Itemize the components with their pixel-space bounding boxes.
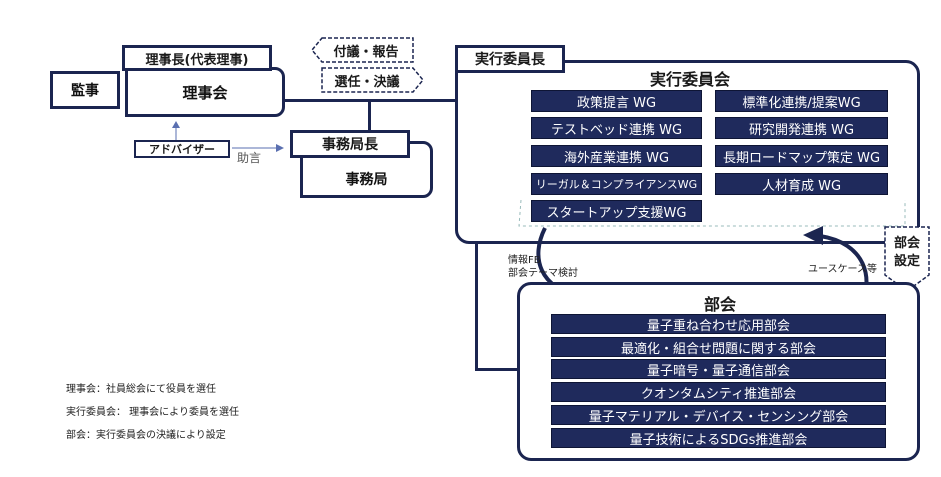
line-jimukyoku-vertical — [368, 99, 371, 131]
bukai-item: 量子暗号・量子通信部会 — [551, 359, 886, 379]
wg-seisaku: 政策提言 WG — [531, 90, 702, 112]
kansa-box: 監事 — [50, 71, 120, 109]
tag-fugi: 付議・報告 — [333, 44, 399, 60]
bukai-settei-label-1: 部会 — [893, 236, 920, 251]
rijicho-label: 理事長(代表理事) — [145, 52, 249, 68]
line-rijikai-main — [265, 99, 460, 102]
usecase-label: ユースケース等 — [808, 264, 877, 275]
wg-kaigai: 海外産業連携 WG — [531, 145, 702, 167]
jikko-iincho-tag: 実行委員長 — [455, 45, 565, 73]
bukai-title: 部会 — [703, 295, 736, 314]
tag-senin: 選任・決議 — [334, 74, 400, 90]
note-jikko: 実行委員会： 理事会により委員を選任 — [66, 407, 239, 418]
rijicho-tag: 理事長(代表理事) — [122, 45, 272, 71]
rijikai-box: 理事会 — [125, 67, 285, 117]
jimukyoku-label: 事務局 — [345, 171, 388, 188]
feedback-label-2: 部会テーマ検討 — [508, 268, 578, 279]
jimukyokucho-label: 事務局長 — [322, 137, 378, 153]
jikko-iincho-label: 実行委員長 — [475, 52, 545, 68]
line-left-vertical — [475, 240, 478, 371]
bukai-settei-shape — [884, 226, 930, 292]
jogen-label: 助言 — [237, 151, 262, 165]
tag-senin-shape — [321, 67, 424, 93]
feedback-label-1: 情報FB — [508, 255, 541, 266]
wg-dashed-guide — [518, 199, 906, 227]
wg-startup: スタートアップ支援WG — [531, 200, 702, 222]
wg-roadmap: 長期ロードマップ策定 WG — [715, 145, 888, 167]
wg-jinzai: 人材育成 WG — [715, 173, 888, 195]
kansa-label: 監事 — [71, 83, 99, 99]
note-rijikai: 理事会：社員総会にて役員を選任 — [66, 384, 216, 395]
advisor-box: アドバイザー — [134, 140, 230, 158]
wg-legal: リーガル＆コンプライアンスWG — [531, 173, 702, 195]
wg-hyojunka: 標準化連携/提案WG — [715, 90, 888, 112]
bukai-item: 量子技術によるSDGs推進部会 — [551, 428, 886, 448]
wg-kenkyu: 研究開発連携 WG — [715, 117, 888, 139]
rijikai-label: 理事会 — [182, 83, 228, 102]
bukai-item: 量子重ね合わせ応用部会 — [551, 314, 886, 334]
advisor-arrows — [172, 121, 284, 152]
jimukyokucho-tag: 事務局長 — [290, 130, 410, 158]
line-left-horizontal — [475, 368, 520, 371]
bukai-item: クオンタムシティ推進部会 — [551, 382, 886, 402]
jikko-iinkai-title: 実行委員会 — [649, 70, 730, 89]
bukai-item: 量子マテリアル・デバイス・センシング部会 — [551, 405, 886, 425]
wg-testbed: テストベッド連携 WG — [531, 117, 702, 139]
bukai-settei-label-2: 設定 — [893, 254, 920, 269]
tag-fugi-shape — [311, 37, 414, 63]
note-bukai: 部会：実行委員会の決議により設定 — [66, 430, 226, 441]
advisor-label: アドバイザー — [149, 143, 215, 156]
bukai-item: 最適化・組合せ問題に関する部会 — [551, 337, 886, 357]
